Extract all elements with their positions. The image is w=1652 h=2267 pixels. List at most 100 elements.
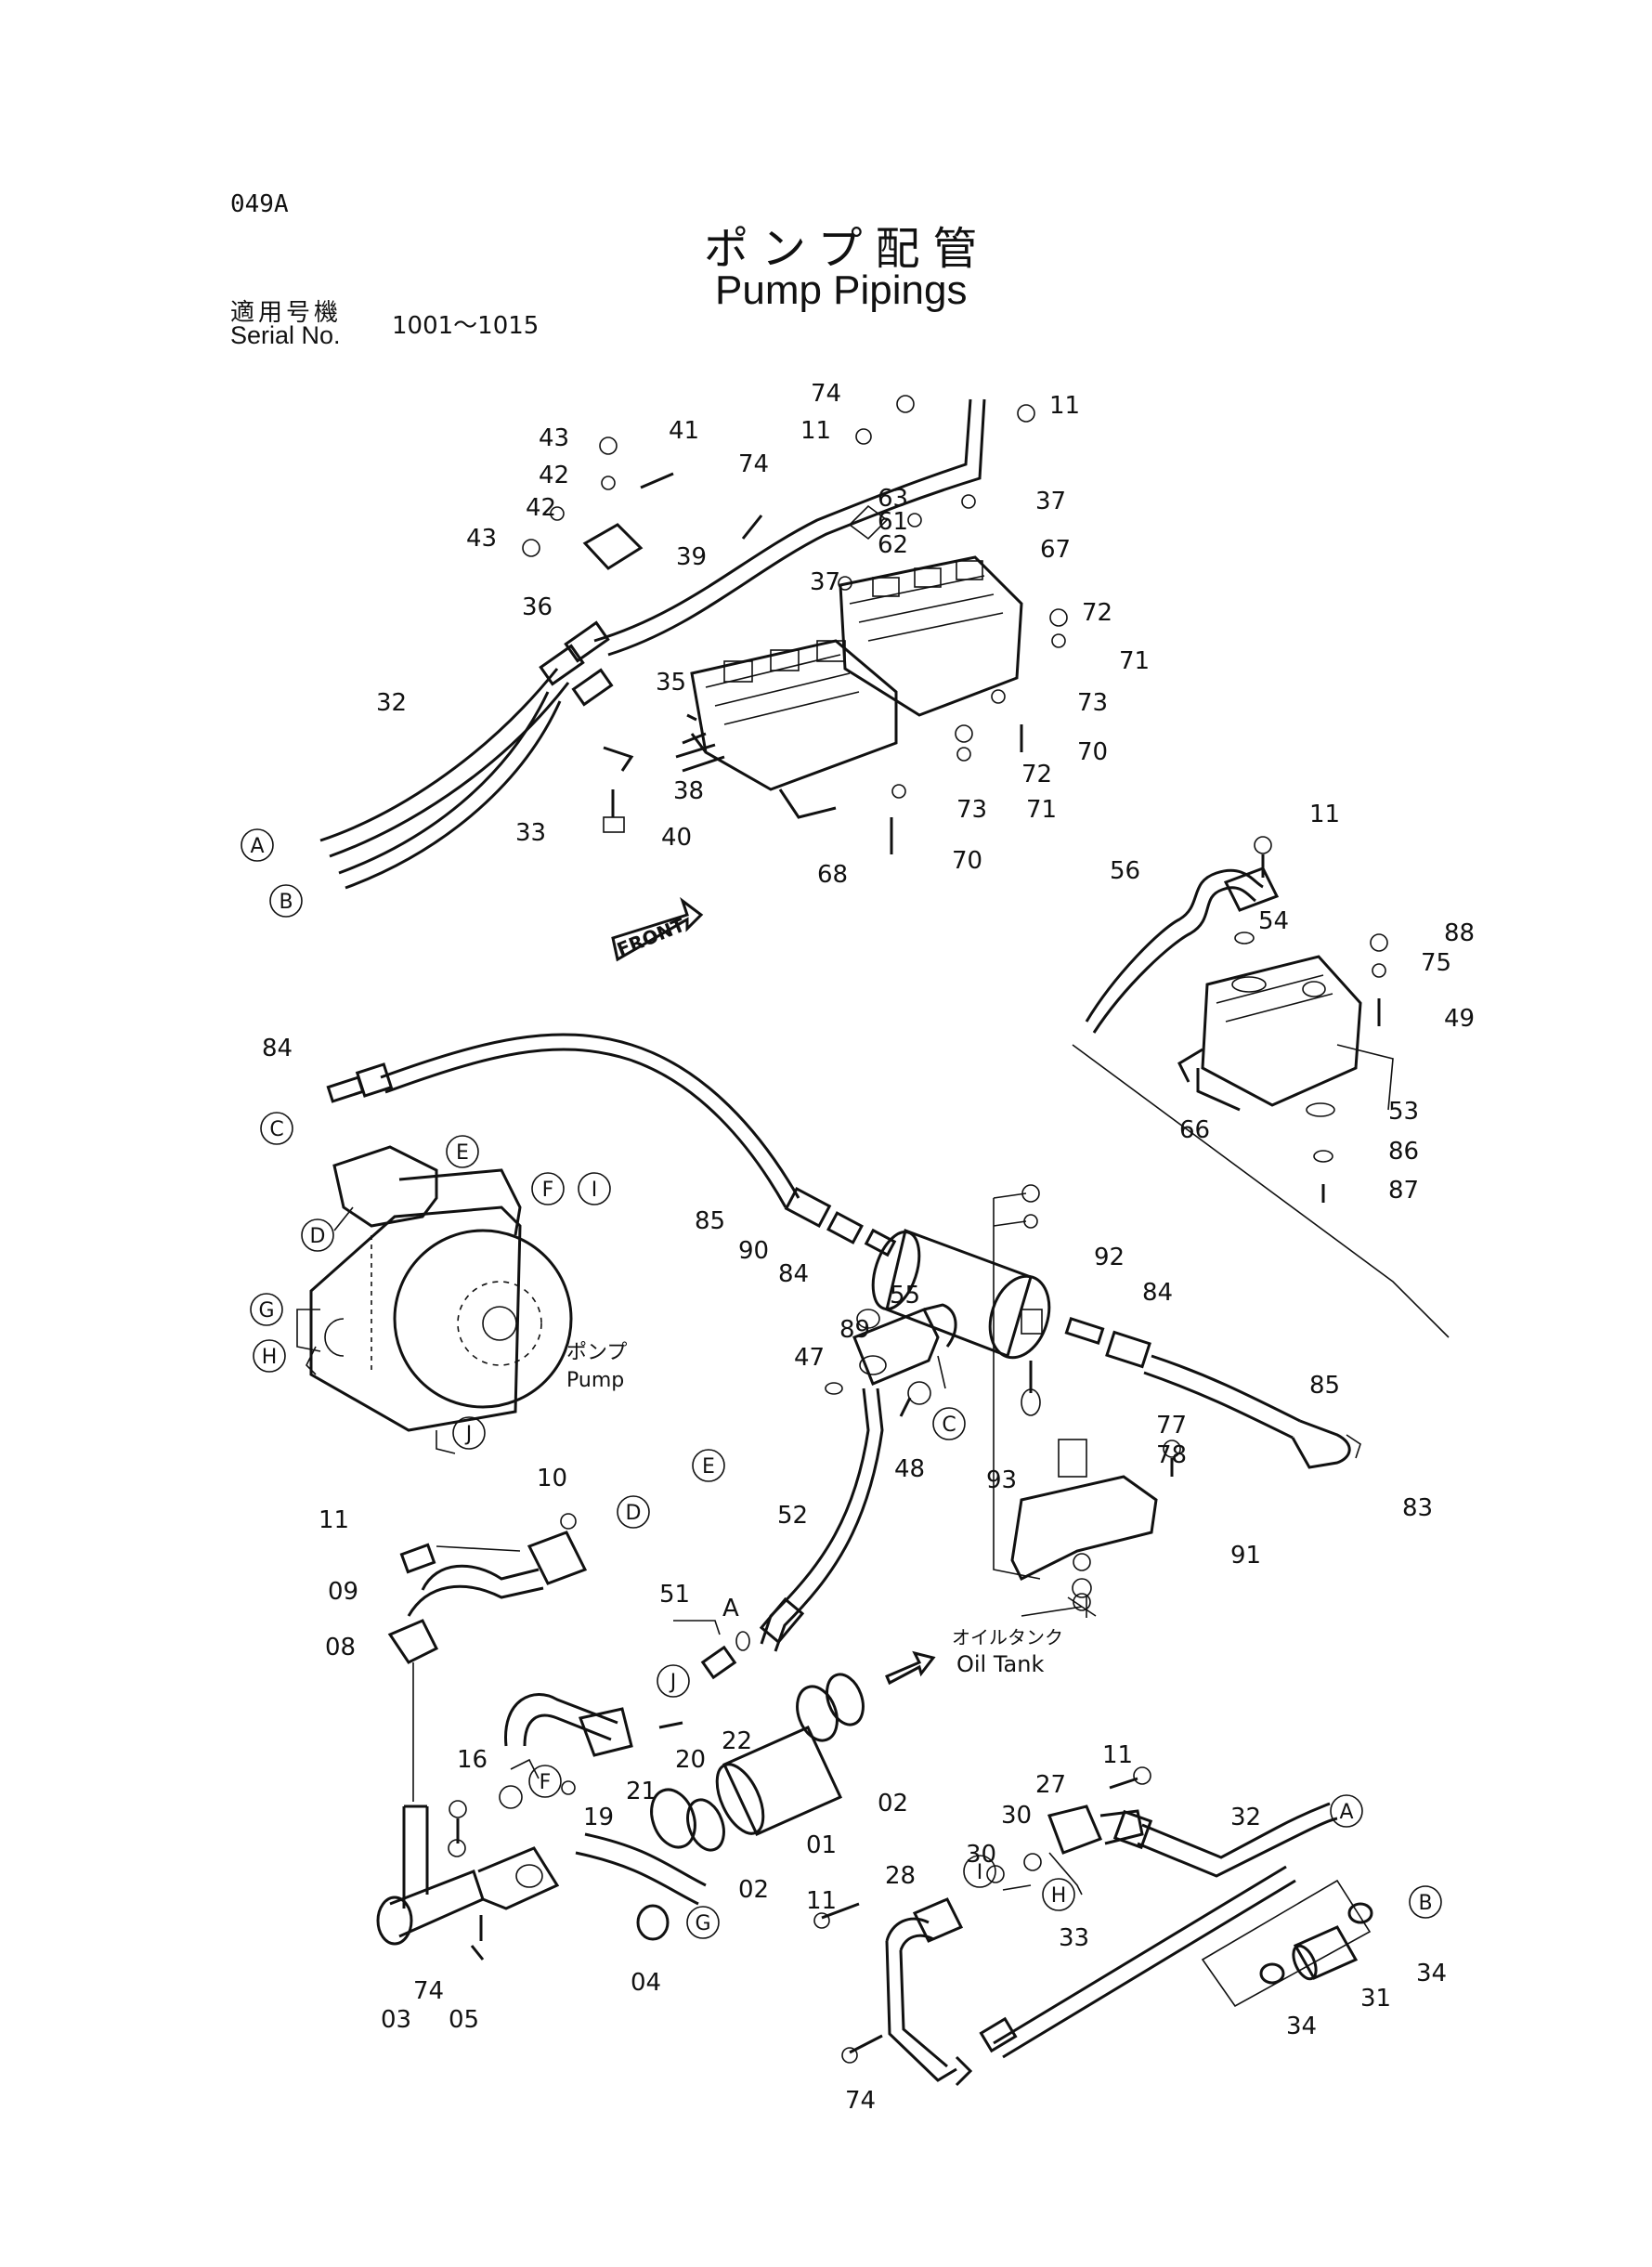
- o-ring-04: [636, 1904, 670, 1941]
- part-label-A: A: [722, 1595, 739, 1622]
- pipe-upper-bend: [499, 1693, 707, 1906]
- part-label-84: 84: [1142, 1279, 1173, 1307]
- title-english: Pump Pipings: [715, 267, 968, 313]
- part-label-02: 02: [878, 1790, 908, 1818]
- bracket-39: [582, 523, 644, 570]
- part-label-11: 11: [319, 1506, 349, 1534]
- part-label-71: 71: [1119, 647, 1150, 675]
- pump-assembly: [296, 1145, 573, 1454]
- callout-H: H: [253, 1339, 286, 1373]
- callout-letter: F: [542, 1179, 554, 1202]
- callout-A: A: [1330, 1794, 1363, 1828]
- part-label-66: 66: [1179, 1116, 1210, 1144]
- callout-letter: G: [695, 1912, 710, 1935]
- part-label-10: 10: [537, 1465, 567, 1492]
- callout-circle: [657, 1664, 690, 1698]
- callout-circle: [932, 1407, 966, 1440]
- callout-circle: [692, 1449, 725, 1482]
- serial-range: 1001～1015: [392, 312, 540, 340]
- part-label-01: 01: [806, 1831, 837, 1859]
- callout-I: I: [578, 1172, 611, 1205]
- part-label-22: 22: [722, 1727, 752, 1755]
- part-label-11: 11: [1102, 1741, 1133, 1769]
- callout-circle: [531, 1172, 565, 1205]
- part-label-38: 38: [673, 777, 704, 805]
- part-label-41: 41: [669, 417, 699, 445]
- part-label-73: 73: [1077, 689, 1108, 717]
- part-label-34: 34: [1286, 2013, 1317, 2040]
- callout-circle: [528, 1765, 562, 1798]
- callout-F: F: [528, 1765, 562, 1798]
- callout-letter: D: [626, 1502, 642, 1525]
- callout-I: I: [963, 1855, 996, 1888]
- part-label-42: 42: [539, 462, 569, 489]
- part-label-37: 37: [810, 568, 840, 596]
- callout-circle: [452, 1416, 486, 1450]
- part-label-02: 02: [738, 1876, 769, 1904]
- part-label-85: 85: [1309, 1372, 1340, 1400]
- callout-circle: [301, 1218, 334, 1252]
- part-label-11: 11: [1309, 801, 1340, 828]
- part-label-84: 84: [778, 1260, 809, 1288]
- title-japanese: ポンプ配管: [704, 223, 991, 275]
- part-label-30: 30: [966, 1841, 996, 1869]
- callout-F: F: [531, 1172, 565, 1205]
- control-valve-67: [839, 555, 1023, 717]
- fittings-90-84: [784, 1186, 897, 1257]
- block-66: [1177, 955, 1362, 1112]
- hose-01: [715, 1726, 843, 1836]
- callout-circle: [578, 1172, 611, 1205]
- part-label-90: 90: [738, 1237, 769, 1265]
- part-label-83: 83: [1402, 1494, 1433, 1522]
- small-hardware-upper: [522, 395, 1068, 854]
- callout-circle: [446, 1135, 479, 1168]
- hose-33-lower: [979, 1865, 1296, 2059]
- part-label-31: 31: [1360, 1985, 1391, 2013]
- part-label-74: 74: [845, 2087, 876, 2115]
- callout-B: B: [269, 884, 303, 918]
- pipe-03: [376, 1800, 560, 1961]
- oil-tank-label-english: Oil Tank: [956, 1651, 1044, 1677]
- callout-E: E: [446, 1135, 479, 1168]
- pump-label-japanese: ポンプ: [566, 1341, 627, 1364]
- serial-label-english: Serial No.: [230, 321, 341, 349]
- callout-letter: D: [310, 1225, 326, 1248]
- part-label-05: 05: [449, 2006, 479, 2034]
- part-label-55: 55: [890, 1282, 920, 1309]
- part-label-91: 91: [1230, 1542, 1261, 1570]
- part-label-32: 32: [376, 689, 407, 717]
- callout-letter: I: [592, 1179, 598, 1202]
- return-pipe-35: [593, 398, 986, 657]
- small-hardware-lower: [813, 1852, 1083, 2064]
- part-label-32: 32: [1230, 1804, 1261, 1831]
- part-label-04: 04: [631, 1969, 661, 1997]
- part-label-89: 89: [839, 1316, 870, 1344]
- part-label-73: 73: [956, 796, 987, 824]
- pipe-28: [885, 1897, 973, 2087]
- part-label-35: 35: [656, 669, 686, 697]
- fitting-08: [387, 1619, 439, 1802]
- serial-label-japanese: 適用号機: [230, 299, 343, 327]
- callout-B: B: [1409, 1885, 1442, 1919]
- callout-letter: H: [262, 1346, 278, 1369]
- pipe-09: [399, 1513, 588, 1617]
- part-label-21: 21: [626, 1778, 657, 1805]
- part-label-51: 51: [659, 1581, 690, 1609]
- part-label-39: 39: [676, 543, 707, 571]
- hose-32-lower: [1112, 1802, 1338, 1878]
- part-label-47: 47: [794, 1344, 825, 1372]
- callout-circle: [250, 1293, 283, 1326]
- fitting-89: [825, 1303, 957, 1417]
- callout-D: D: [301, 1218, 334, 1252]
- callout-letter: F: [540, 1771, 552, 1794]
- part-label-63: 63: [878, 485, 908, 513]
- part-label-71: 71: [1026, 796, 1057, 824]
- part-label-84: 84: [262, 1035, 293, 1062]
- part-label-11: 11: [1049, 392, 1080, 420]
- callout-letter: E: [456, 1141, 469, 1165]
- pipe-56: [1085, 868, 1264, 1034]
- flange-27: [1047, 1766, 1151, 1855]
- callout-E: E: [692, 1449, 725, 1482]
- callout-H: H: [1042, 1878, 1075, 1911]
